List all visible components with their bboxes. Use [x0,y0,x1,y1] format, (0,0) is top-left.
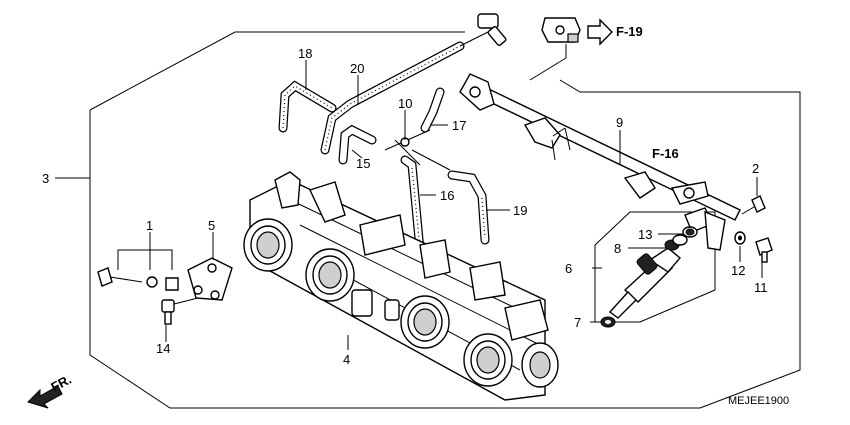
t-joint-10 [384,129,431,166]
callout-2: 2 [752,161,759,176]
callout-16: 16 [440,188,454,203]
callout-3: 3 [42,171,49,186]
throttle-bore-4 [463,333,513,387]
callout-13: 13 [638,227,652,242]
assembly-frame-right [89,79,801,409]
callout-11: 11 [754,280,768,295]
seal-8 [664,234,688,251]
callout-5: 5 [208,218,215,233]
injector-6 [608,247,681,319]
callout-6: 6 [565,261,572,276]
o-ring-7 [600,316,616,328]
callout-4: 4 [343,352,350,367]
washer-12 [734,231,746,245]
bolt-11 [755,237,773,263]
front-direction-arrow-icon [27,385,63,409]
vacuum-connector-assembly [477,13,581,81]
callout-19: 19 [513,203,527,218]
callout-10: 10 [398,96,412,111]
callout-8: 8 [614,241,621,256]
ref-f16: F-16 [652,146,679,161]
callout-14: 14 [156,341,170,356]
throttle-bore-2 [305,248,355,302]
callout-18: 18 [298,46,312,61]
hose-19 [447,170,490,245]
fuel-rail [459,73,741,251]
callout-17: 17 [452,118,466,133]
callout-15: 15 [356,156,370,171]
diagram-code: MEJEE1900 [728,395,789,407]
ref-arrow-f19 [587,18,613,46]
throttle-bore-1 [243,218,293,272]
screw-14 [161,297,199,325]
throttle-body-assembly [243,171,559,401]
callout-7: 7 [574,315,581,330]
assembly-frame [89,31,465,111]
callout-20: 20 [350,61,364,76]
hose-17 [420,87,445,133]
hose-18 [278,80,337,133]
ref-f19: F-19 [616,24,643,39]
throttle-bore-3 [400,295,450,349]
screw-1 [97,267,179,291]
throttle-sensor-5 [187,257,233,301]
hose-20 [320,31,489,155]
callout-1: 1 [146,218,153,233]
hose-15 [338,124,377,165]
bolt-2 [741,195,766,215]
hose-16 [400,155,425,255]
callout-9: 9 [616,115,623,130]
callout-12: 12 [731,263,745,278]
grommet-13 [682,226,698,238]
